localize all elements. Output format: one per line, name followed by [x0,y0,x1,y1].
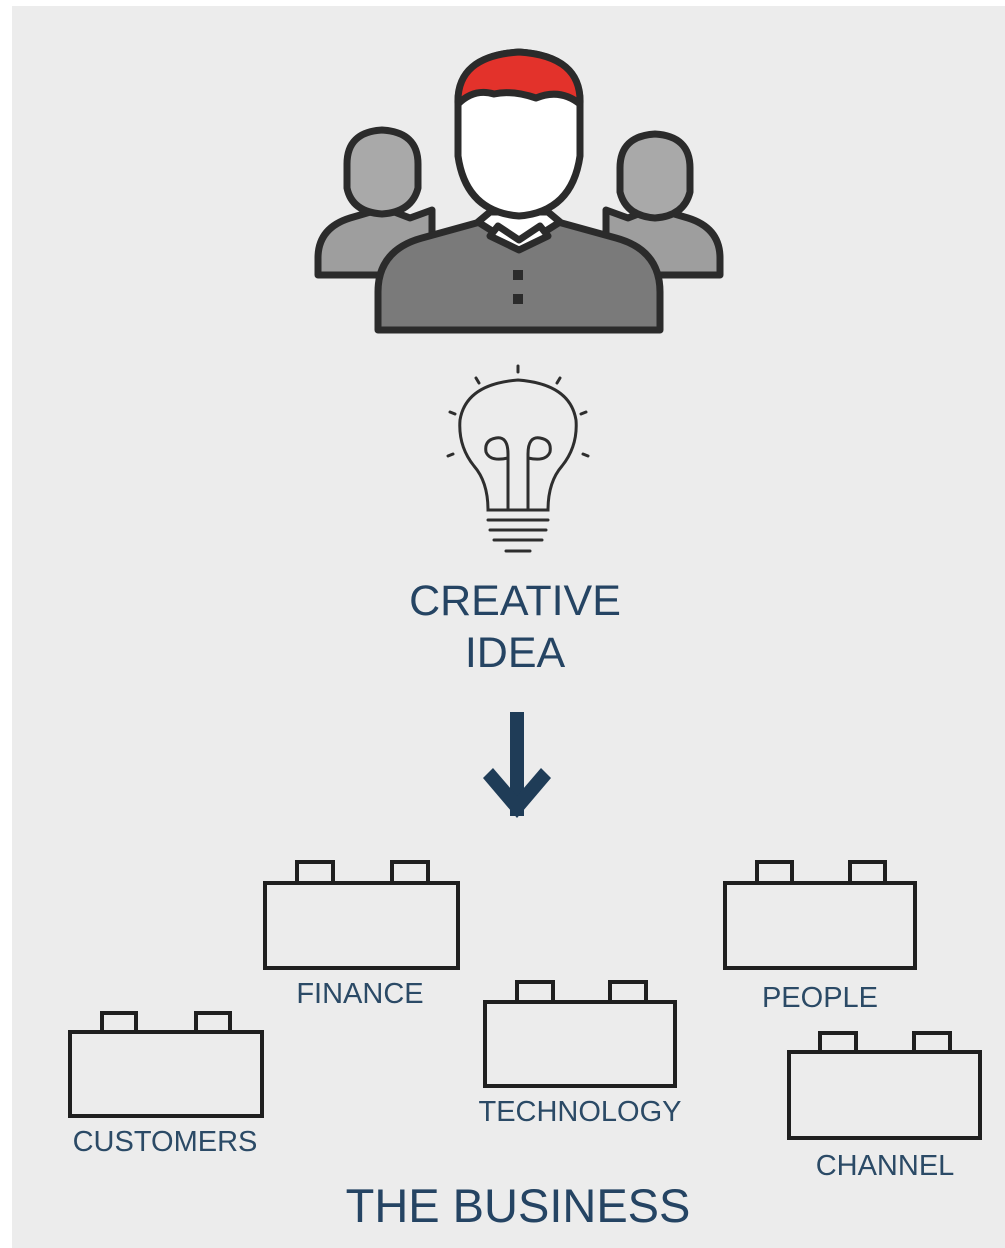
arrow-down-icon [483,712,551,818]
shirt-button-1 [513,270,523,280]
brick-technology-icon [483,980,677,1088]
block-label-customers: CUSTOMERS [72,1126,258,1158]
brick-finance-icon [263,860,460,970]
idea-title-line1: CREATIVE [409,577,621,625]
shirt-button-2 [513,294,523,304]
lightbulb-icon [446,364,590,553]
idea-title-line2: IDEA [464,629,566,677]
block-label-people: PEOPLE [761,982,879,1014]
team-icon [314,48,724,334]
business-title: THE BUSINESS [345,1179,691,1232]
block-label-technology: TECHNOLOGY [478,1096,682,1128]
brick-customers-icon [68,1011,264,1118]
brick-channel-icon [787,1031,982,1140]
brick-people-icon [723,860,917,970]
block-label-channel: CHANNEL [815,1150,955,1182]
block-label-finance: FINANCE [296,978,424,1010]
